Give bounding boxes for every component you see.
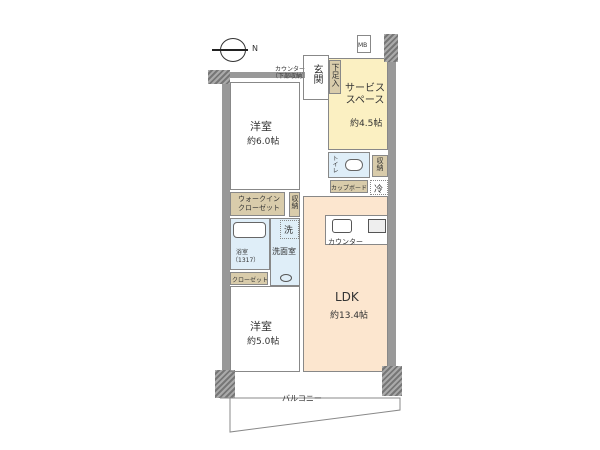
service-space-name: サービススペース xyxy=(345,83,385,107)
closet-name: クローゼット xyxy=(232,277,269,284)
top-wall xyxy=(230,72,305,78)
fridge-name: 冷 xyxy=(374,185,384,195)
washer-space xyxy=(280,220,299,239)
column-bottom-right xyxy=(382,366,402,396)
mb-box xyxy=(357,35,371,53)
fridge-space xyxy=(370,180,388,195)
column-top-right xyxy=(384,34,398,62)
stove-icon xyxy=(368,219,386,233)
storage-toilet-name: 収納 xyxy=(376,157,384,171)
toilet-icon xyxy=(345,159,363,171)
balcony-outline xyxy=(220,397,401,433)
cupboard xyxy=(330,180,368,193)
kitchen-sink-icon xyxy=(332,219,352,233)
shoe-storage-name: 下足入 xyxy=(331,63,340,87)
storage-hall xyxy=(289,192,300,217)
compass-north-label: N xyxy=(252,44,258,53)
storage-toilet xyxy=(372,155,388,177)
compass-needle xyxy=(212,49,248,51)
walk-in-closet-name: ウォークインクローゼット xyxy=(238,195,280,213)
counter-note-line2: （下部収納） xyxy=(272,73,309,80)
bathroom-size: （1317） xyxy=(232,257,260,264)
entrance-name: 玄関 xyxy=(311,64,322,84)
service-space-name-1: サービス xyxy=(345,83,385,94)
western-room-1-area: 約6.0帖 xyxy=(247,137,280,147)
entrance xyxy=(303,55,329,100)
wic-name-2: クローゼット xyxy=(238,204,280,212)
kitchen-counter-name: カウンター xyxy=(328,238,363,246)
column-top-left xyxy=(208,70,230,84)
service-space-area: 約4.5帖 xyxy=(350,119,383,129)
western-room-1 xyxy=(230,82,300,190)
ldk-area: 約13.4帖 xyxy=(330,311,369,321)
mb-label: MB xyxy=(358,42,368,49)
western-room-2-area: 約5.0帖 xyxy=(247,337,280,347)
ldk-name: LDK xyxy=(335,290,359,304)
western-room-1-name: 洋室 xyxy=(250,120,272,133)
bathroom-name: 浴室 xyxy=(236,249,249,256)
counter-note-line1: カウンター xyxy=(275,66,306,73)
toilet-name: トイレ xyxy=(331,155,338,173)
balcony-name: バルコニー xyxy=(282,394,322,403)
service-space-name-2: スペース xyxy=(345,95,385,106)
left-wall xyxy=(222,72,230,374)
bathtub-icon xyxy=(233,222,266,238)
closet xyxy=(230,272,268,285)
washroom-name: 洗面室 xyxy=(272,247,296,256)
column-bottom-left xyxy=(215,370,235,398)
right-wall xyxy=(388,34,396,374)
walk-in-closet xyxy=(230,192,285,216)
cupboard-name: カップボード xyxy=(331,185,368,192)
shoe-storage xyxy=(329,60,341,94)
storage-hall-name: 収納 xyxy=(291,195,299,209)
wic-name-1: ウォークイン xyxy=(238,195,280,203)
western-room-2-name: 洋室 xyxy=(250,320,272,333)
washer-name: 洗 xyxy=(284,226,294,236)
counter-note: カウンター（下部収納） xyxy=(272,66,308,80)
western-room-2 xyxy=(230,286,300,372)
toilet xyxy=(328,152,370,178)
sink-icon xyxy=(280,274,292,282)
